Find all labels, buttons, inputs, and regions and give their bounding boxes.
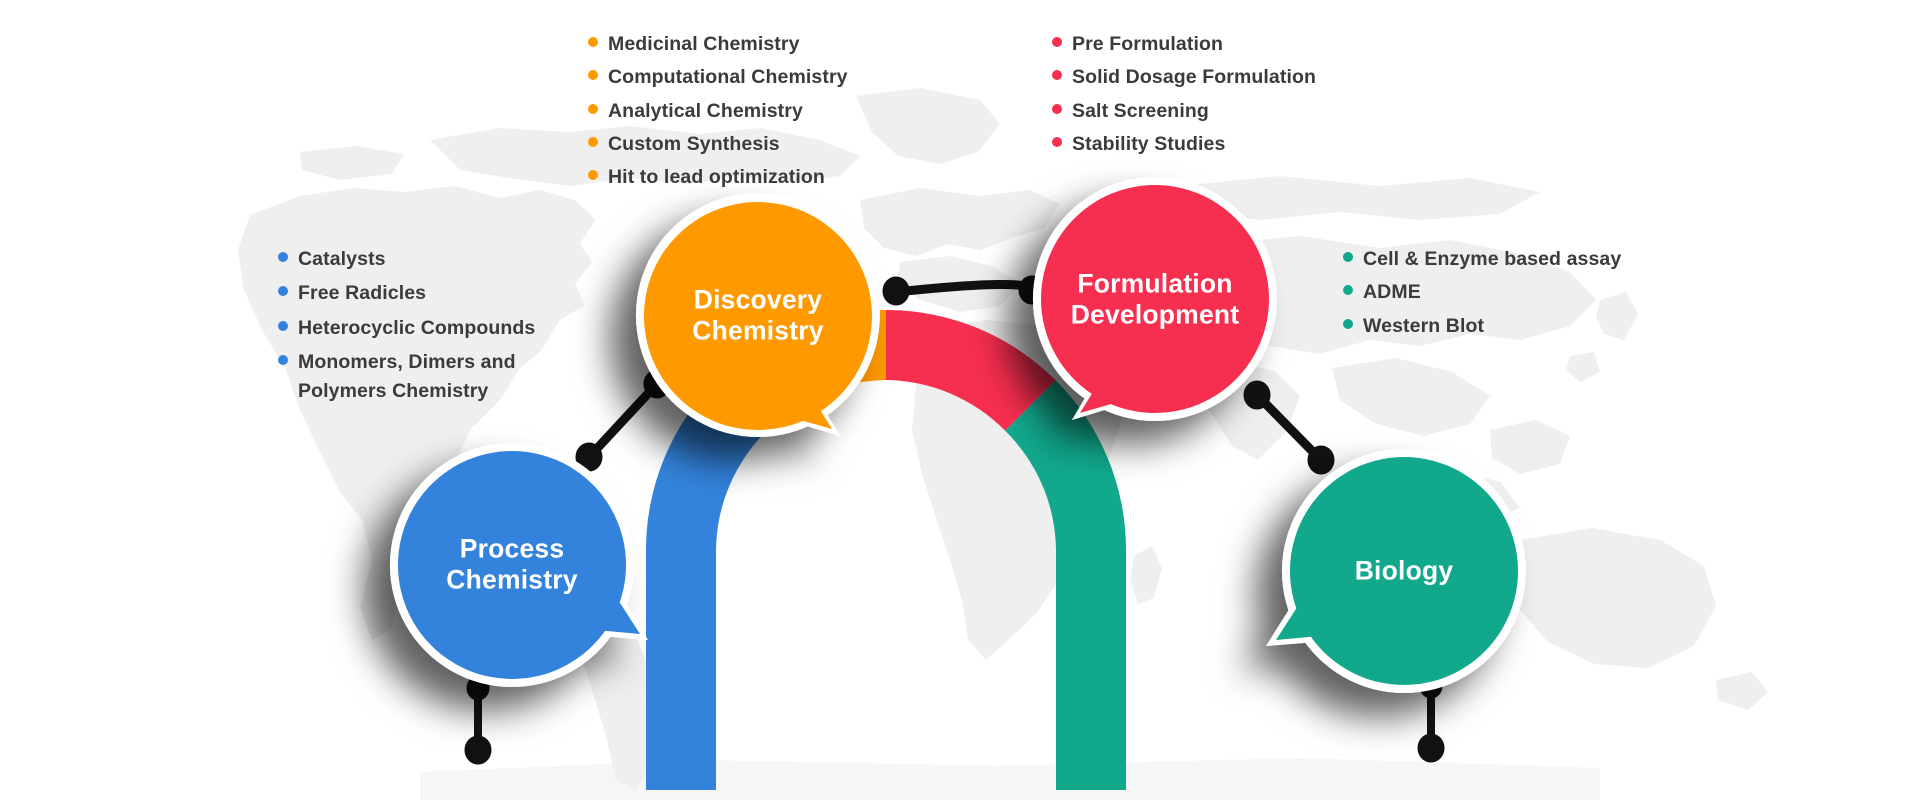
list-item-label: Catalysts <box>298 248 386 270</box>
bullet-dot-icon <box>1343 318 1353 329</box>
list-item-label: Solid Dosage Formulation <box>1072 66 1316 89</box>
bullet-dot-icon <box>1343 252 1353 262</box>
list-item-label: Salt Screening <box>1072 99 1209 122</box>
connector-discovery-formulation <box>882 275 1046 306</box>
bullet-dot-icon <box>1052 37 1062 47</box>
list-item[interactable]: Free Radicles <box>278 279 535 308</box>
bullet-dot-icon <box>278 320 288 331</box>
list-item[interactable]: Salt Screening <box>1052 97 1316 125</box>
list-item-label: Analytical Chemistry <box>608 99 803 122</box>
bullet-dot-icon <box>1052 70 1062 81</box>
bullet-dot-icon <box>278 252 288 262</box>
bullet-dot-icon <box>588 170 598 181</box>
list-item-label: Computational Chemistry <box>608 66 848 89</box>
list-item[interactable]: Computational Chemistry <box>588 63 848 91</box>
connector-formulation-biology <box>1243 380 1335 475</box>
list-item[interactable]: Solid Dosage Formulation <box>1052 63 1316 91</box>
arc-wedge-biology[interactable] <box>1005 380 1126 790</box>
bullet-dot-icon <box>588 136 598 147</box>
list-item-label: Stability Studies <box>1072 132 1226 155</box>
bubble-discovery-chemistry-fill[interactable] <box>644 202 872 430</box>
list-item-label: ADME <box>1363 281 1421 304</box>
bullet-dot-icon <box>1343 285 1353 296</box>
list-item[interactable]: Stability Studies <box>1052 130 1316 158</box>
list-item[interactable]: Cell & Enzyme based assay <box>1343 245 1621 273</box>
bullet-dot-icon <box>588 103 598 114</box>
bullet-dot-icon <box>588 37 598 47</box>
bullet-dot-icon <box>1052 136 1062 147</box>
list-item[interactable]: Analytical Chemistry <box>588 97 848 125</box>
list-item-label: Cell & Enzyme based assay <box>1363 248 1622 270</box>
list-item[interactable]: Heterocyclic Compounds <box>278 314 535 343</box>
list-discovery-chemistry: Medicinal Chemistry Computational Chemis… <box>588 30 848 196</box>
list-item[interactable]: Monomers, Dimers and Polymers Chemistry <box>278 348 535 407</box>
list-item[interactable]: Medicinal Chemistry <box>588 30 848 58</box>
list-item[interactable]: Hit to lead optimization <box>588 163 848 191</box>
bubble-process-chemistry-fill[interactable] <box>398 451 640 679</box>
list-item-label: Western Blot <box>1363 314 1485 337</box>
list-item[interactable]: Western Blot <box>1343 312 1621 340</box>
list-item[interactable]: Catalysts <box>278 245 535 274</box>
list-item-label: Custom Synthesis <box>608 132 780 155</box>
bubble-formulation-development-fill[interactable] <box>1041 185 1269 413</box>
list-process-chemistry: Catalysts Free Radicles Heterocyclic Com… <box>278 245 535 411</box>
connector-process-stub <box>464 675 492 765</box>
list-formulation-development: Pre Formulation Solid Dosage Formulation… <box>1052 30 1316 163</box>
list-item-label: Hit to lead optimization <box>608 166 825 189</box>
list-item-label: Medicinal Chemistry <box>608 33 800 55</box>
bubble-biology-fill[interactable] <box>1276 457 1518 685</box>
list-item[interactable]: Pre Formulation <box>1052 30 1316 58</box>
list-item-label: Monomers, Dimers and Polymers Chemistry <box>298 350 516 402</box>
list-item-label: Heterocyclic Compounds <box>298 316 536 339</box>
bullet-dot-icon <box>278 354 288 365</box>
arc-wedge-process[interactable] <box>646 380 767 790</box>
list-item[interactable]: Custom Synthesis <box>588 130 848 158</box>
connector-process-discovery <box>575 369 671 472</box>
arc-wedge-formulation[interactable] <box>886 310 1056 431</box>
bullet-dot-icon <box>1052 103 1062 114</box>
list-item-label: Pre Formulation <box>1072 33 1224 55</box>
bullet-dot-icon <box>278 286 288 297</box>
list-item-label: Free Radicles <box>298 282 427 305</box>
bullet-dot-icon <box>588 70 598 81</box>
list-item[interactable]: ADME <box>1343 278 1621 306</box>
list-biology: Cell & Enzyme based assay ADME Western B… <box>1343 245 1621 345</box>
